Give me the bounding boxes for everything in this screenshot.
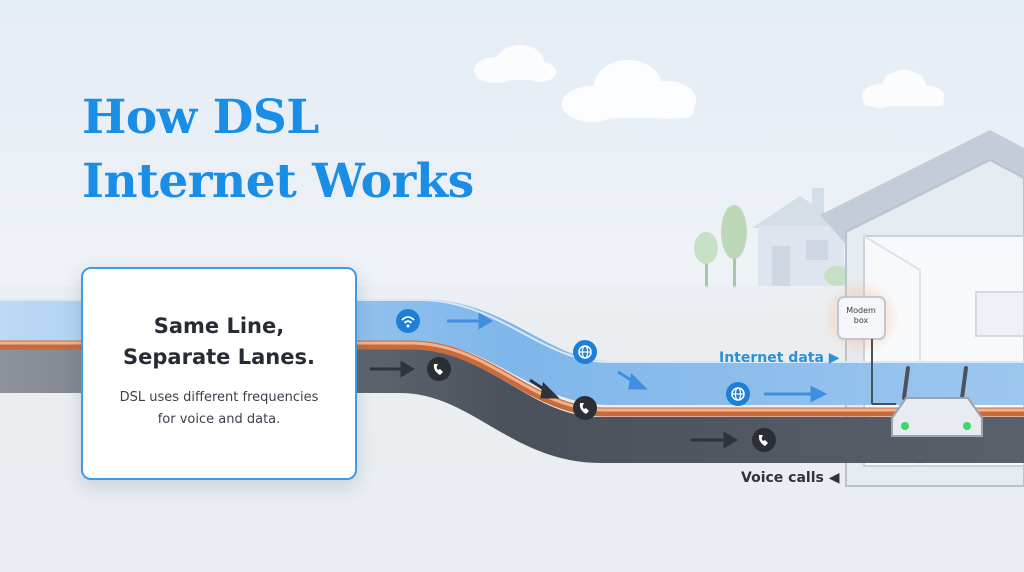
distant-trees [694,205,852,288]
page-title: How DSL Internet Works [82,86,474,214]
globe-icon [573,340,597,364]
internet-lane-edge [0,299,1024,363]
globe-icon [726,382,750,406]
cloud-left [474,45,556,83]
router [891,366,983,437]
title-line-1: How DSL [82,90,319,145]
phone-icon [427,357,451,381]
voice-arrows [370,360,738,449]
card-heading-line-1: Same Line, [153,314,285,338]
distant-house [752,188,848,286]
router-led [963,422,971,430]
voice-calls-label: Voice calls ◀ [741,470,840,486]
cloud-center [562,60,696,122]
voice-lane [0,347,1024,463]
internet-data-label: Internet data ▶ [719,350,840,366]
modem-box-label: Modem box [836,306,886,326]
internet-lane [0,299,1024,405]
modem-box [823,280,899,405]
cloud-right [862,70,944,108]
internet-arrows [447,312,828,403]
router-led [901,422,909,430]
card-body: DSL uses different frequencies for voice… [83,387,355,431]
card-heading-line-2: Separate Lanes. [123,345,315,369]
info-card: Same Line, Separate Lanes. DSL uses diff… [81,267,357,480]
modem-label-line-1: Modem [846,306,876,315]
card-body-line-2: for voice and data. [157,412,281,427]
phone-icon [752,428,776,452]
card-body-line-1: DSL uses different frequencies [119,390,319,405]
title-line-2: Internet Works [82,154,474,209]
wifi-icon [396,309,420,333]
phone-icon [573,396,597,420]
card-heading: Same Line, Separate Lanes. [83,311,355,373]
modem-label-line-2: box [853,316,869,325]
